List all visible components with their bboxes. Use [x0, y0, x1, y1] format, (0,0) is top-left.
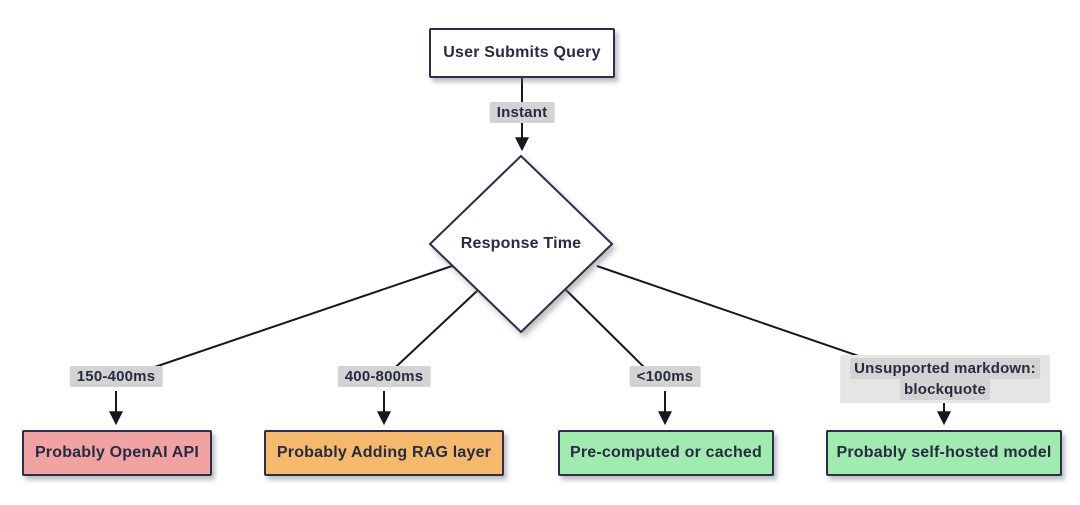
node-probably-openai-api[interactable]: Probably OpenAI API: [22, 430, 212, 476]
node-probably-adding-rag-layer[interactable]: Probably Adding RAG layer: [264, 430, 504, 476]
edge-150-400ms-line: [139, 265, 453, 373]
edge-label-unsupported-markdown: Unsupported markdown: blockquote: [840, 355, 1050, 403]
edge-self-hosted-line: [596, 265, 906, 373]
edge-label-150-400ms: 150-400ms: [69, 366, 163, 387]
edge-label-100ms: <100ms: [629, 366, 701, 387]
edge-label-400-800ms: 400-800ms: [337, 366, 431, 387]
edge-400-800ms-line: [383, 290, 478, 379]
edge-label-line2: blockquote: [899, 379, 991, 400]
edge-label-line1: Unsupported markdown:: [850, 358, 1040, 379]
node-pre-computed-or-cached[interactable]: Pre-computed or cached: [558, 430, 774, 476]
edge-100ms-line: [564, 288, 656, 379]
node-user-submits-query[interactable]: User Submits Query: [429, 28, 615, 78]
node-response-time-label: Response Time: [460, 235, 582, 252]
edge-label-instant: Instant: [489, 102, 555, 123]
node-probably-self-hosted-model[interactable]: Probably self-hosted model: [826, 430, 1062, 476]
node-response-time-shape[interactable]: [428, 154, 614, 334]
